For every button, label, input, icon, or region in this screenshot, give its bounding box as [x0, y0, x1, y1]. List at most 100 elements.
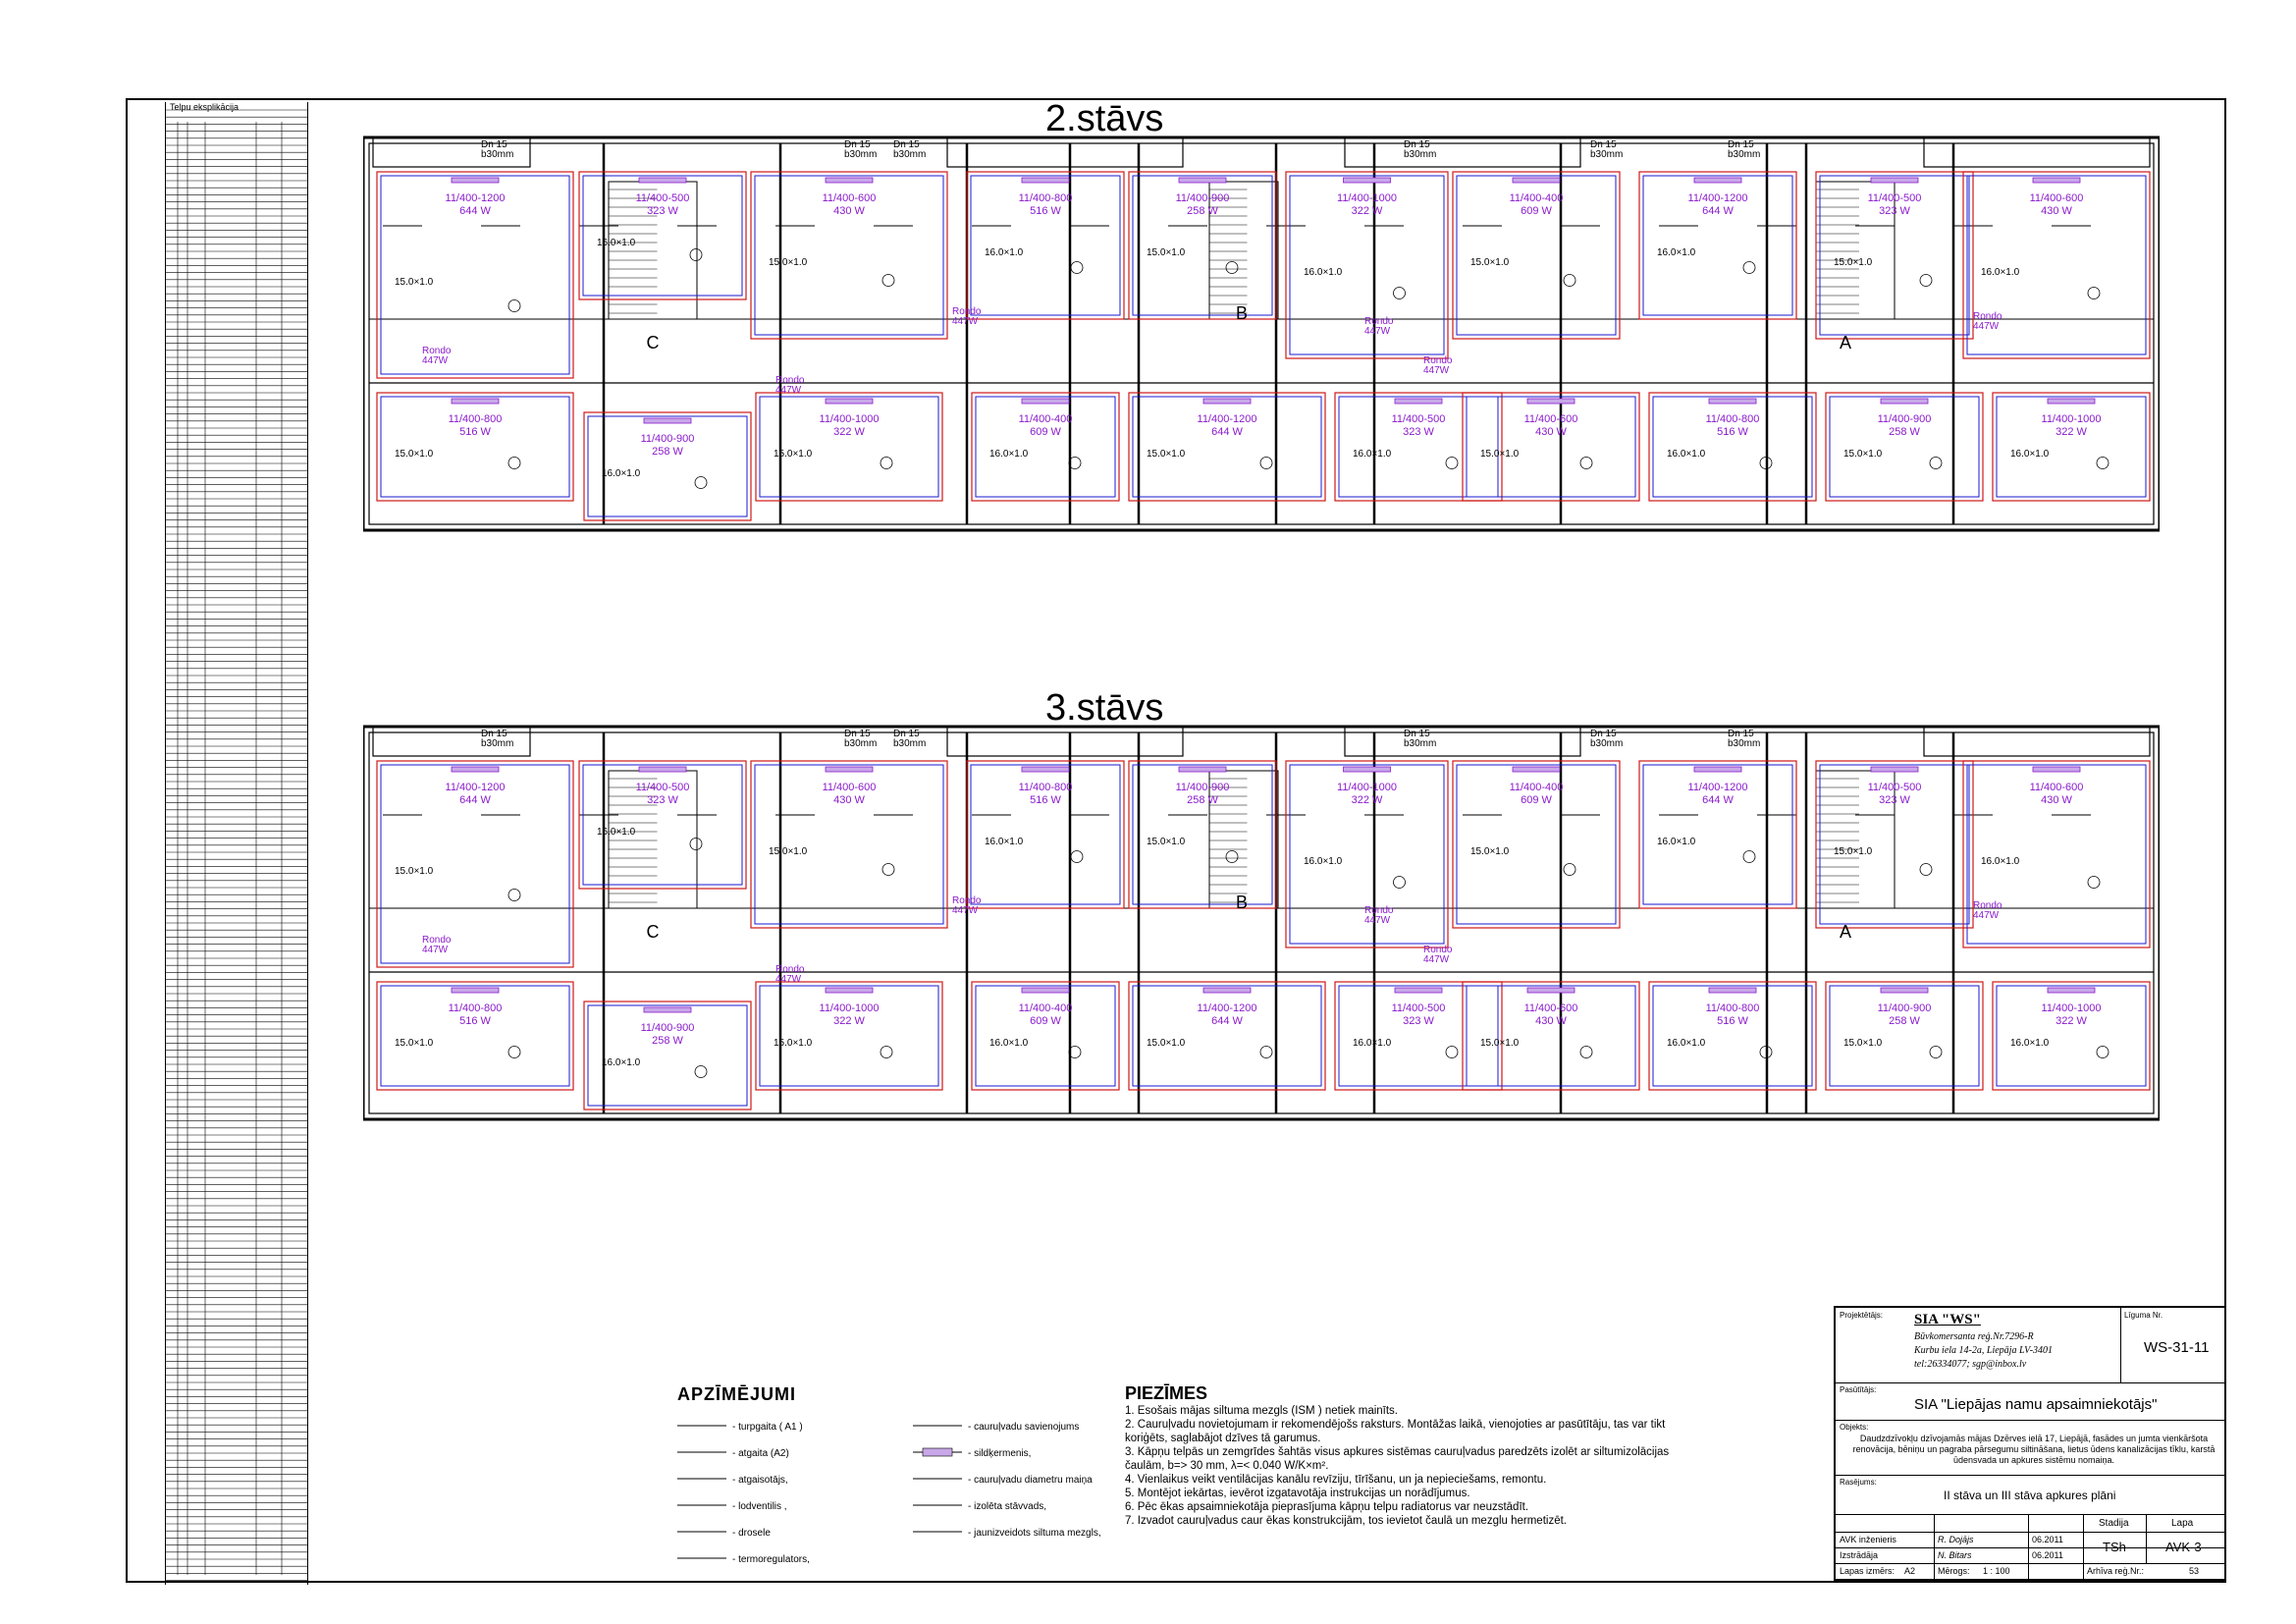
radiator-label: 11/400-400	[1019, 1002, 1073, 1014]
pipe-label: 15.0×1.0	[1843, 449, 1883, 460]
name-2: N. Bitars	[1938, 1550, 1972, 1560]
radiator-label: 11/400-400	[1510, 782, 1564, 793]
radiator-label: 11/400-600	[1524, 1002, 1578, 1014]
riser-label: Dn 15	[481, 729, 507, 739]
pipe-label: 16.0×1.0	[597, 238, 636, 248]
room-number-marker	[1070, 850, 1084, 863]
lapas-izmers-label: Lapas izmērs:	[1840, 1566, 1896, 1576]
rondo-label: Rondo	[1364, 316, 1394, 327]
radiator-power: 323 W	[1403, 1015, 1434, 1027]
pipe-label: 16.0×1.0	[1353, 1038, 1392, 1049]
radiator-power: 644 W	[459, 205, 491, 217]
radiator-label: 11/400-600	[823, 192, 877, 204]
radiator-label: 11/400-600	[1524, 413, 1578, 425]
drawing-name: II stāva un III stāva apkures plāni	[1944, 1489, 2116, 1502]
pipe-label: 15.0×1.0	[1834, 846, 1873, 857]
radiator-power: 322 W	[833, 1015, 865, 1027]
pipe-label: 16.0×1.0	[602, 468, 641, 479]
radiator-label: 11/400-600	[2030, 192, 2084, 204]
rondo-power: 447W	[1423, 365, 1450, 376]
lapa-value: AVK-3	[2165, 1540, 2202, 1554]
radiator-label: 11/400-600	[823, 782, 877, 793]
room-number-marker	[1742, 850, 1756, 863]
radiator-label: 11/400-400	[1019, 413, 1073, 425]
radiator-power: 430 W	[1535, 1015, 1567, 1027]
room-number-marker	[880, 457, 893, 469]
radiator-power: 322 W	[2056, 426, 2087, 438]
pipe-label: 15.0×1.0	[395, 277, 434, 288]
radiator-label: 11/400-1200	[1688, 192, 1748, 204]
legend-item: - sildķermenis,	[968, 1448, 1031, 1459]
pipe-label: 16.0×1.0	[985, 247, 1024, 258]
room-number-marker	[1579, 1046, 1593, 1058]
radiator-label: 11/400-1200	[1688, 782, 1748, 793]
pipe-label: 15.0×1.0	[1147, 837, 1186, 847]
date-1: 06.2011	[2032, 1535, 2063, 1544]
arhiva-label: Arhīva reģ.Nr.:	[2087, 1566, 2145, 1576]
objekts-label: Objekts:	[1840, 1423, 1869, 1432]
client-name: SIA "Liepājas namu apsaimniekotājs"	[1914, 1396, 2158, 1413]
ligums-value: WS-31-11	[2144, 1339, 2210, 1356]
riser-label: Dn 15	[1404, 729, 1430, 739]
legend-item: - drosele	[732, 1528, 771, 1539]
outer-wall	[363, 725, 2160, 1121]
pipe-label: 16.0×1.0	[1667, 449, 1706, 460]
explication-title: Telpu eksplikācija	[170, 102, 240, 112]
explication-grid	[166, 109, 307, 1581]
rondo-label: Rondo	[1364, 905, 1394, 916]
rondo-power: 447W	[422, 945, 449, 955]
radiator-label: 11/400-800	[449, 1002, 503, 1014]
radiator-power: 516 W	[459, 426, 491, 438]
pipe-label: 16.0×1.0	[1304, 856, 1343, 867]
projektetajs-label: Projektētājs:	[1840, 1311, 1884, 1320]
room-number-marker	[1563, 863, 1576, 876]
rondo-label: Rondo	[1973, 311, 2002, 322]
radiator-label: 11/400-1200	[446, 192, 506, 204]
radiator-power: 258 W	[652, 446, 683, 458]
room-number-marker	[1259, 457, 1273, 469]
pipe-label: 15.0×1.0	[1480, 449, 1520, 460]
pipe-label: 15.0×1.0	[395, 1038, 434, 1049]
pipe-label: 15.0×1.0	[769, 257, 808, 268]
rondo-power: 447W	[1423, 954, 1450, 965]
radiator-label: 11/400-900	[641, 433, 695, 445]
pipe-label: 15.0×1.0	[1147, 1038, 1186, 1049]
pipe-label: 16.0×1.0	[1981, 856, 2020, 867]
radiator-power: 430 W	[2041, 205, 2072, 217]
radiator-label: 11/400-900	[1176, 192, 1230, 204]
stair-label: C	[647, 922, 660, 942]
outer-wall	[363, 135, 2160, 532]
drawing-frame	[126, 98, 2226, 1583]
riser-label: Dn 15	[1590, 729, 1617, 739]
pipe-label: 16.0×1.0	[597, 827, 636, 838]
room-number-marker	[689, 248, 703, 261]
stair-label: A	[1840, 922, 1851, 942]
radiator-label: 11/400-500	[1868, 192, 1922, 204]
radiator-power: 258 W	[652, 1035, 683, 1047]
room-number-marker	[1919, 863, 1933, 876]
room-number-marker	[2096, 1046, 2109, 1058]
room-number-marker	[694, 1065, 708, 1078]
pipe-label: 16.0×1.0	[989, 449, 1029, 460]
notes-title: PIEZĪMES	[1125, 1383, 1208, 1403]
rondo-label: Rondo	[952, 895, 982, 906]
riser-label: b30mm	[893, 738, 926, 749]
pipe-label: 15.0×1.0	[1470, 846, 1510, 857]
note-item: 7. Izvadot cauruļvadus caur ēkas konstru…	[1125, 1515, 1567, 1527]
room-number-marker	[689, 838, 703, 850]
title-block: Projektētājs: SIA "WS" Būvkomersanta reģ…	[1834, 1306, 2226, 1581]
pipe-label: 16.0×1.0	[1667, 1038, 1706, 1049]
pipe-label: 16.0×1.0	[1353, 449, 1392, 460]
room-number-marker	[1742, 261, 1756, 274]
riser-label: Dn 15	[844, 729, 871, 739]
note-item: 1. Esošais mājas siltuma mezgls (ISM ) n…	[1125, 1405, 1398, 1417]
pipe-label: 15.0×1.0	[1470, 257, 1510, 268]
radiator-label: 11/400-800	[449, 413, 503, 425]
room-number-marker	[1393, 876, 1406, 889]
pipe-label: 15.0×1.0	[774, 449, 813, 460]
radiator-label: 11/400-800	[1706, 413, 1760, 425]
name-1: R. Dojājs	[1938, 1535, 1974, 1544]
room-number-marker	[880, 1046, 893, 1058]
